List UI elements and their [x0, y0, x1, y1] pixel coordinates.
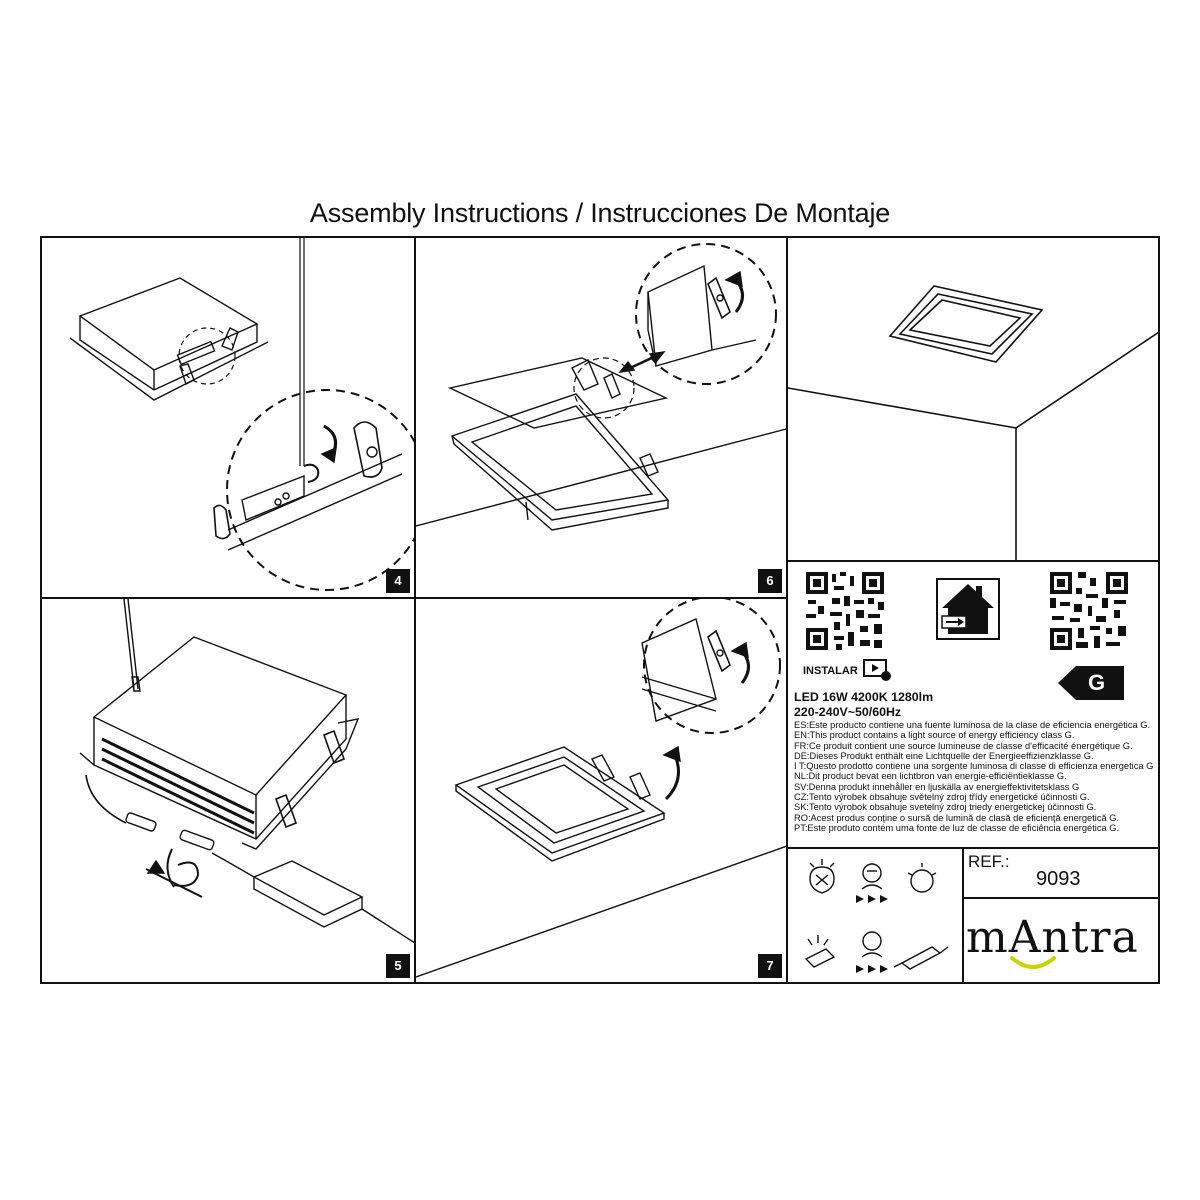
led-icon — [907, 863, 937, 893]
house-exit-icon — [936, 578, 1000, 640]
spec-voltage: 220-240V~50/60Hz — [794, 705, 902, 719]
step-number-5: 5 — [386, 954, 410, 978]
energy-statement: DE:Dieses Produkt enthält eine Lichtquel… — [794, 750, 1094, 761]
step-number-6: 6 — [758, 569, 782, 593]
lamp-replace-icon — [804, 935, 836, 968]
energy-class-badge: G — [1058, 666, 1124, 700]
qr-code-icon[interactable] — [1048, 570, 1130, 652]
step-6-panel: 6 — [414, 236, 788, 599]
ref-number: 9093 — [1036, 868, 1081, 890]
energy-statement: FR:Ce produit contient une source lumine… — [794, 740, 1133, 751]
step-7-panel: 7 — [414, 597, 788, 984]
qr-code-icon[interactable] — [804, 570, 886, 652]
brand-smile-icon — [1010, 956, 1056, 969]
page-title: Assembly Instructions / Instrucciones De… — [309, 198, 891, 228]
energy-statement: CZ:Tento výrobek obsahuje světelný zdroj… — [794, 792, 1090, 803]
energy-statement: I T:Questo prodotto contiene una sorgent… — [794, 761, 1154, 772]
energy-statement: PT:Este produto contém uma fonte de luz … — [794, 822, 1120, 833]
step-4-panel: 4 — [40, 236, 416, 599]
step-5-panel: 5 — [40, 597, 416, 984]
energy-statement: SK:Tento výrobok obsahuje svetelný zdroj… — [794, 802, 1097, 813]
energy-statement-list: ES:Este producto contiene una fuente lum… — [794, 720, 1153, 833]
brand-logo: mAntra — [966, 912, 1139, 963]
technician-icon — [861, 931, 883, 958]
energy-statement: NL:Dit product bevat een lichtbron van e… — [794, 771, 1067, 782]
ceiling-illustration — [788, 285, 1158, 560]
driver-icon — [893, 946, 949, 970]
energy-statement: EN:This product contains a light source … — [794, 730, 1075, 741]
step-number-7: 7 — [758, 954, 782, 978]
energy-class-letter: G — [1088, 670, 1106, 695]
install-video-label: INSTALAR — [803, 665, 858, 677]
pictogram-panel — [786, 847, 964, 984]
brand-panel — [962, 897, 1160, 984]
step-number-4: 4 — [386, 569, 410, 593]
technician-icon — [861, 863, 883, 890]
pictogram-illustration — [804, 859, 949, 973]
arrow-icon — [856, 895, 888, 973]
video-play-icon[interactable] — [862, 658, 892, 682]
ceiling-result-panel — [786, 236, 1160, 562]
step-6-illustration — [416, 243, 786, 531]
spec-power: LED 16W 4200K 1280lm — [794, 690, 934, 704]
lamp-replace-icon — [809, 859, 835, 894]
step-7-illustration — [416, 599, 786, 978]
product-specs: LED 16W 4200K 1280lm 220-240V~50/60Hz — [794, 690, 933, 720]
step-4-illustration — [69, 238, 414, 591]
energy-label-arrow-icon — [1058, 666, 1124, 700]
ref-label: REF.: — [968, 852, 1010, 871]
energy-statement: SV:Denna produkt innehåller en ljuskälla… — [794, 781, 1080, 792]
energy-statement: ES:Este producto contiene una fuente lum… — [794, 720, 1151, 730]
step-5-illustration — [79, 599, 414, 944]
energy-statement: RO:Acest produs conţine o sursă de lumin… — [794, 812, 1120, 823]
